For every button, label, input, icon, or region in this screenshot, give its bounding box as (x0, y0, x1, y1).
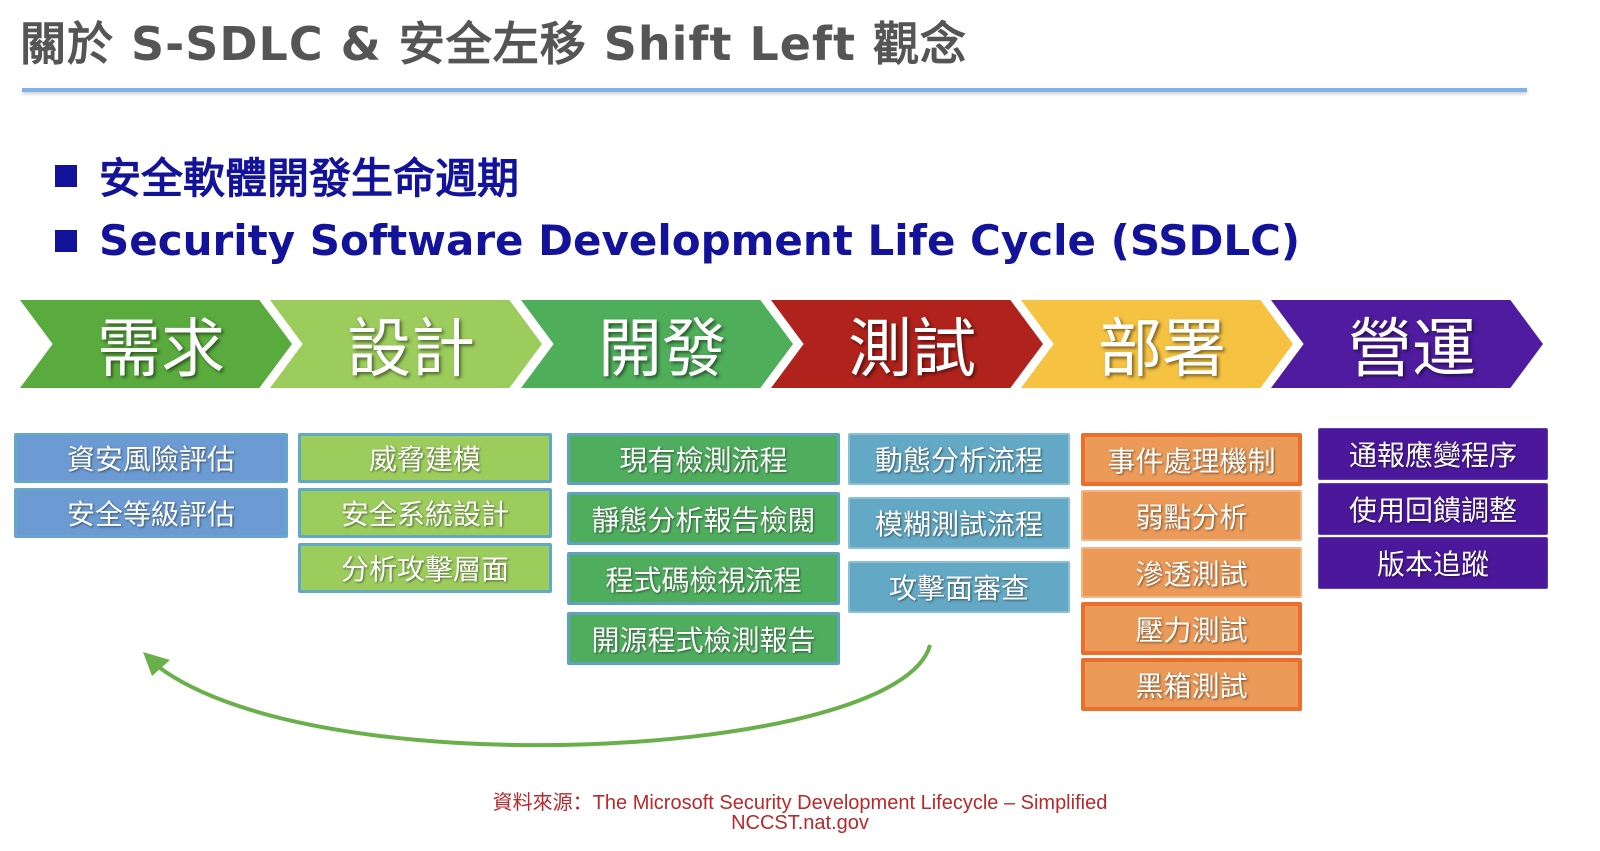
task-box: 黑箱測試 (1081, 658, 1302, 711)
title-divider (22, 88, 1527, 92)
phase-testing: 測試 (771, 300, 1043, 388)
task-box: 安全系統設計 (298, 488, 552, 538)
phase-operations: 營運 (1271, 300, 1543, 388)
task-box: 分析攻擊層面 (298, 543, 552, 593)
source-site: NCCST.nat.gov (731, 812, 869, 834)
task-box: 動態分析流程 (848, 433, 1070, 485)
task-box: 弱點分析 (1081, 490, 1302, 541)
task-box: 資安風險評估 (14, 433, 288, 483)
task-box: 事件處理機制 (1081, 433, 1302, 486)
task-box: 模糊測試流程 (848, 497, 1070, 549)
bullet-text: Security Software Development Life Cycle… (99, 216, 1301, 265)
task-box: 程式碼檢視流程 (567, 552, 840, 605)
task-box: 現有檢測流程 (567, 433, 840, 485)
bullet-square-icon (55, 164, 77, 187)
bullet-square-icon (55, 229, 77, 252)
task-box: 滲透測試 (1081, 547, 1302, 598)
task-box: 安全等級評估 (14, 488, 288, 538)
slide-title: 關於 S-SDLC & 安全左移 Shift Left 觀念 (20, 17, 967, 71)
source-citation: 資料來源：The Microsoft Security Development … (492, 792, 1108, 814)
task-box: 使用回饋調整 (1318, 483, 1548, 535)
phase-requirements: 需求 (20, 300, 292, 388)
phase-design: 設計 (270, 300, 542, 388)
task-box: 通報應變程序 (1318, 428, 1548, 480)
bullet-1: 安全軟體開發生命週期 (55, 145, 519, 206)
phase-deployment: 部署 (1021, 300, 1293, 388)
task-box: 靜態分析報告檢閱 (567, 492, 840, 545)
task-box: 版本追蹤 (1318, 537, 1548, 589)
task-box: 壓力測試 (1081, 602, 1302, 655)
bullet-2: Security Software Development Life Cycle… (55, 216, 1300, 265)
task-box: 攻擊面審查 (848, 561, 1070, 613)
task-box: 開源程式檢測報告 (567, 612, 840, 665)
task-box: 威脅建模 (298, 433, 552, 483)
bullet-text: 安全軟體開發生命週期 (99, 154, 520, 203)
phase-development: 開發 (521, 300, 793, 388)
